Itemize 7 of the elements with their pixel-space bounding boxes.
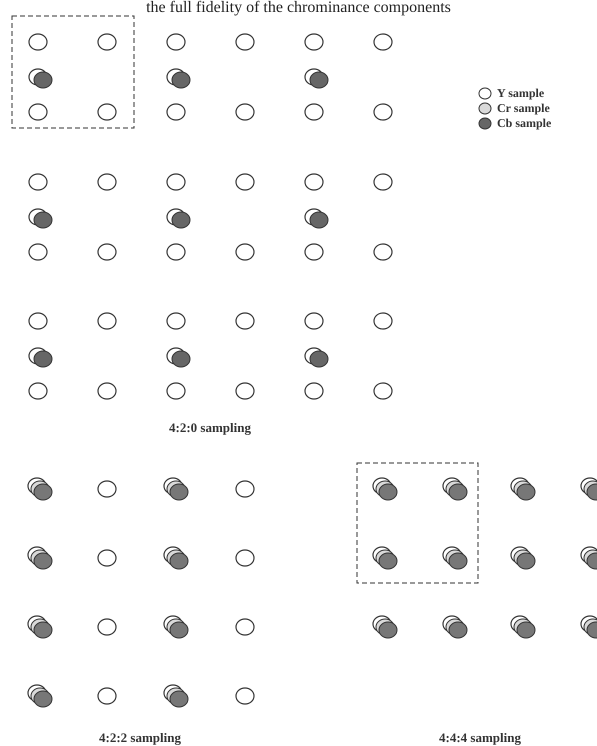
legend-label: Cr sample	[497, 100, 550, 117]
grid-caption: 4:2:0 sampling	[168, 419, 252, 437]
caption-text: the full fidelity of the chrominance components	[145, 0, 452, 16]
grid-caption: 4:2:2 sampling	[98, 729, 182, 746]
grid-caption: 4:4:4 sampling	[438, 729, 522, 746]
legend-label: Y sample	[497, 85, 544, 102]
legend-label: Cb sample	[497, 115, 552, 132]
